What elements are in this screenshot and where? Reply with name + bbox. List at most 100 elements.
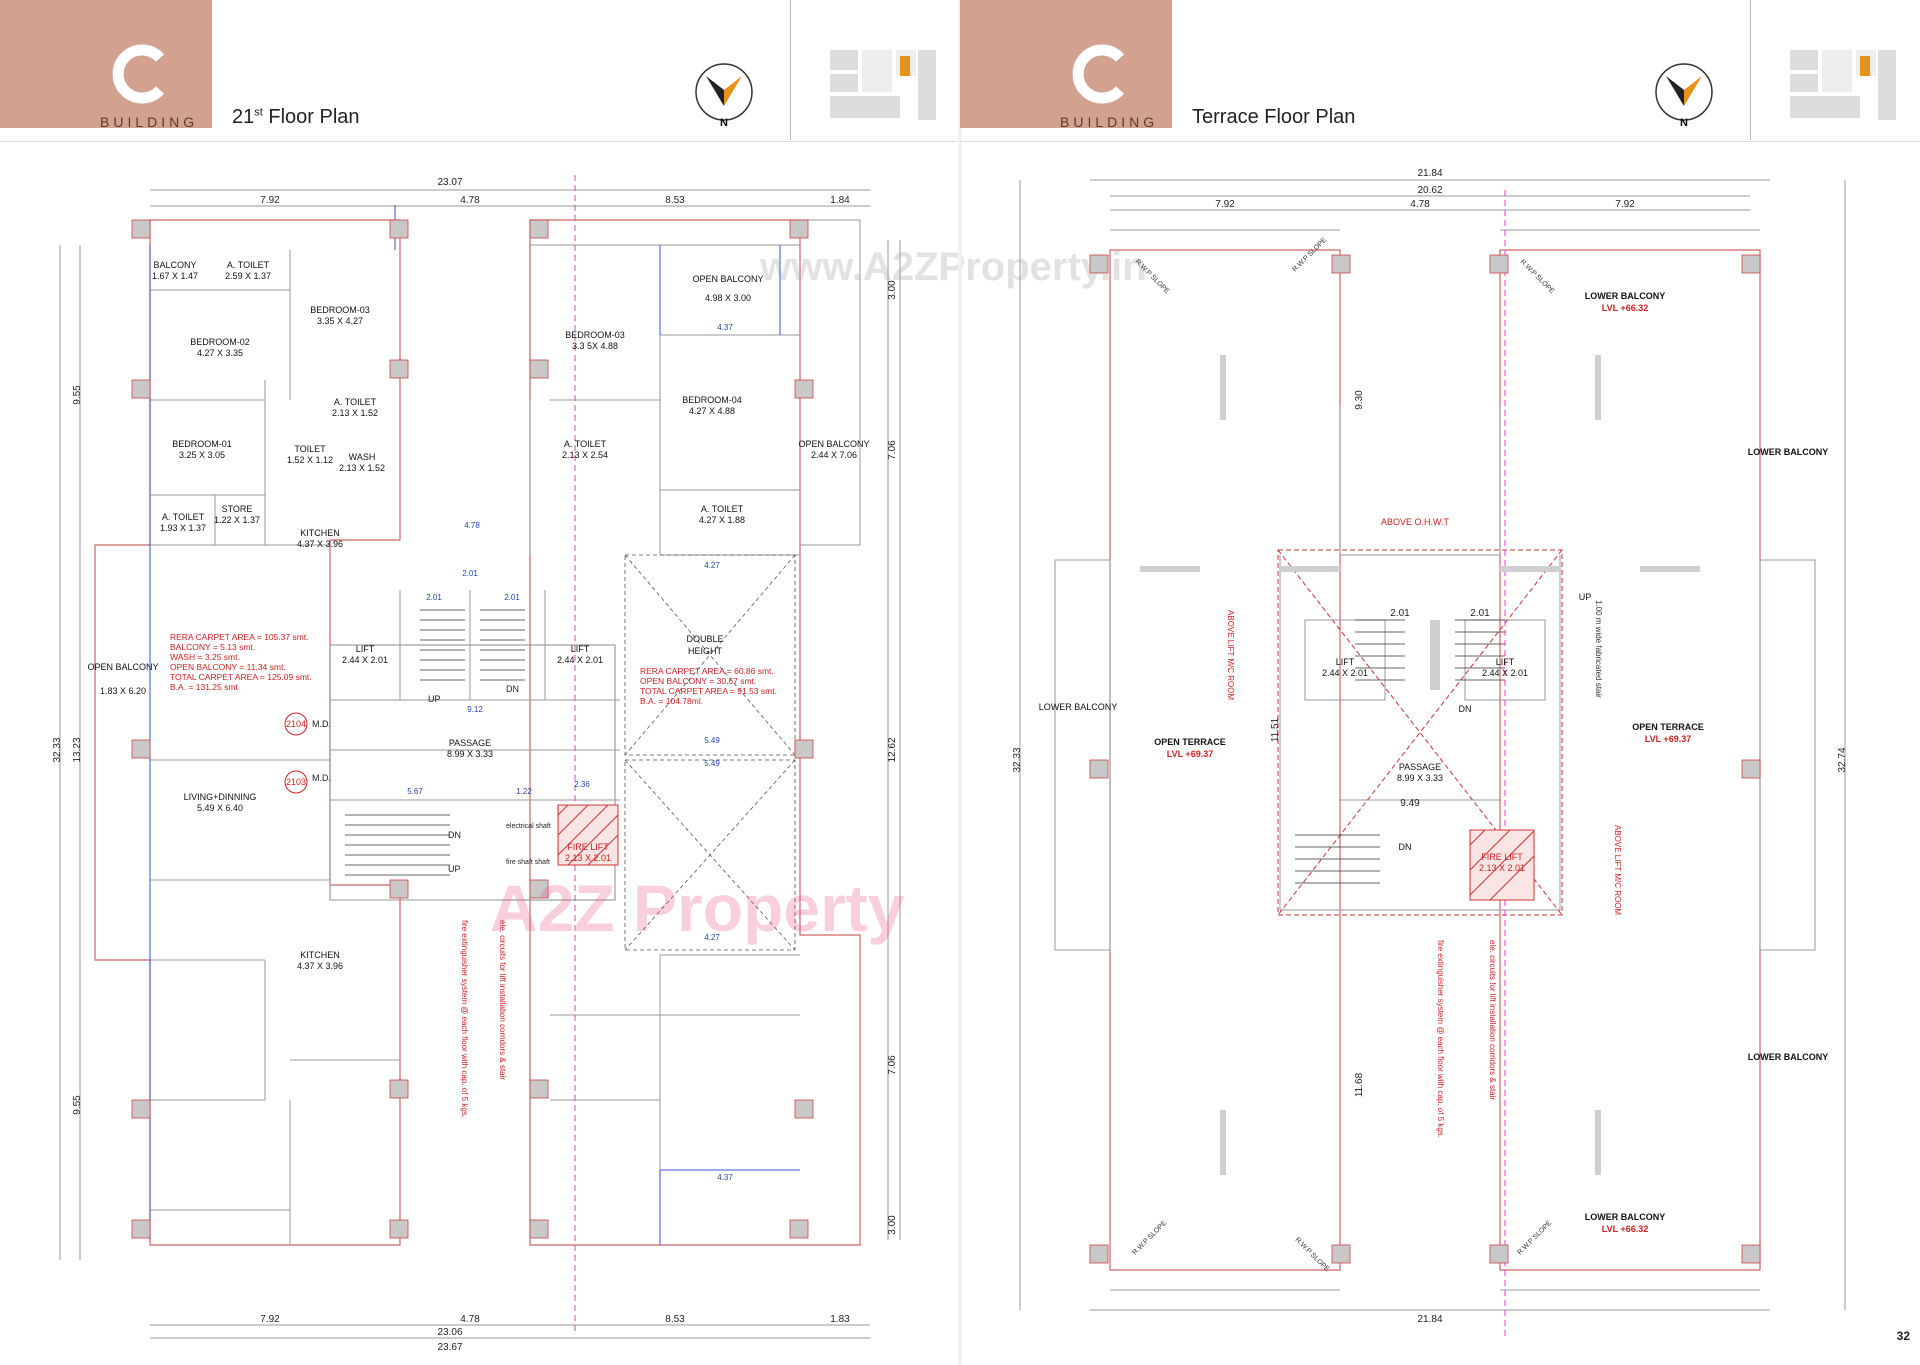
dim-top-total: 23.07 [437,177,462,188]
page-gutter [958,0,962,1365]
rera-line: OPEN BALCONY = 30.67 smt. [640,676,756,686]
dim-inner: 5.49 [704,759,720,768]
room-size: 1.67 X 1.47 [152,271,198,281]
room-name: BEDROOM-03 [310,305,370,315]
dim-right-b: 7.06 [887,440,898,460]
dim-inner: 2.01 [504,593,520,602]
lower-balcony-label: LOWER BALCONY [1748,1052,1829,1062]
flat-number: 2103 [286,777,306,787]
room-size: 8.99 X 3.33 [447,749,493,759]
lower-balcony-label: LOWER BALCONY [1748,447,1829,457]
room-size: 3.3 5X 4.88 [572,341,618,351]
above-lift-label: ABOVE LIFT M/C ROOM [1613,825,1622,915]
rera-line: TOTAL CARPET AREA = 125.09 smt. [170,672,312,682]
key-plan-icon [830,50,936,120]
rera-line: BALCONY = 5.13 smt. [170,642,255,652]
north-compass-icon: N [1655,63,1713,128]
dim-top-c: 8.53 [665,195,685,206]
dim-inner: 5.67 [407,787,423,796]
room-size: 1.22 X 1.37 [214,515,260,525]
rwp-label: R.W.P SLOPE [1291,236,1328,273]
building-badge: BUILDING [960,0,1172,130]
room-size: 4.37 X 3.96 [297,539,343,549]
open-terrace-label: OPEN TERRACE [1632,722,1704,732]
dim-bot-total: 21.84 [1417,1314,1442,1325]
room-name: A. TOILET [701,504,744,514]
north-compass-icon: N [695,63,753,128]
dim-bot-a: 7.92 [260,1314,280,1325]
room-name: OPEN BALCONY [692,274,763,284]
room-name: BEDROOM-03 [565,330,625,340]
dim-right-e: 3.00 [887,1215,898,1235]
room-size: 1.83 X 6.20 [100,686,146,696]
dim-inner: 1.22 [516,787,532,796]
dim-inner: 2.01 [462,569,478,578]
room-name: PASSAGE [449,738,491,748]
above-lift-label: ABOVE LIFT M/C ROOM [1226,610,1235,700]
room-name: STORE [222,504,253,514]
dim-mid-left: 11.51 [1270,717,1281,742]
flat-number: 2104 [286,719,306,729]
electrical-shaft: electrical shaft [506,823,551,830]
page-title: Terrace Floor Plan [1192,106,1356,128]
badge-building-label: BUILDING [100,114,199,130]
lower-balcony-label: LOWER BALCONY [1585,291,1666,301]
room-name: LIFT [571,644,590,654]
dim-inner: 9.12 [467,705,483,714]
dim-top-b: 4.78 [460,195,480,206]
room-size: 2.44 X 2.01 [342,655,388,665]
room-size: 1.93 X 1.37 [160,523,206,533]
level-label: LVL +69.37 [1645,734,1691,744]
stair-up: UP [1579,592,1592,602]
title-text: Floor Plan [262,106,360,128]
open-terrace-label: OPEN TERRACE [1154,737,1226,747]
building-letter-c-icon [1072,44,1125,104]
note-elec: ele. circuits for lift installation corr… [498,920,507,1080]
stair-up: UP [448,864,461,874]
lift-label: LIFT [1496,657,1515,667]
dim-bot-total-b: 23.67 [437,1342,462,1353]
room-name: A. TOILET [227,260,270,270]
dim-bot-d: 1.83 [830,1314,850,1325]
lift-label: LIFT [1336,657,1355,667]
dim-949: 9.49 [1400,798,1420,809]
room-name: KITCHEN [300,528,340,538]
compass-label: N [1680,117,1688,128]
dim-201: 2.01 [1470,608,1490,619]
dim-inner: 4.37 [717,323,733,332]
passage-label: PASSAGE [1399,762,1441,772]
room-size: 4.27 X 4.88 [689,406,735,416]
rwp-label: R.W.P SLOPE [1294,1236,1331,1273]
dim-top-a: 7.92 [1215,199,1235,210]
level-label: LVL +66.32 [1602,1224,1648,1234]
rera-line: TOTAL CARPET AREA = 91.53 smt. [640,686,777,696]
room-name: A. TOILET [564,439,607,449]
building-badge: BUILDING [0,0,212,130]
dim-inner: 4.27 [704,561,720,570]
room-name: LIVING+DINNING [184,792,257,802]
room-size: 2.13 X 2.01 [565,853,611,863]
title-suffix: st [254,106,263,119]
dim-right-d: 7.06 [887,1055,898,1075]
rera-line: B.A. = 131.25 smt [170,682,238,692]
dim-top-a: 7.92 [260,195,280,206]
room-name: LIFT [356,644,375,654]
room-size: 2.44 X 7.06 [811,450,857,460]
stair-down: DN [448,830,461,840]
lift-size: 2.44 X 2.01 [1322,668,1368,678]
room-size: 5.49 X 6.40 [197,803,243,813]
above-ohwt-label: ABOVE O.H.W.T [1381,517,1450,527]
page-title: 21st Floor Plan [232,106,360,129]
room-name: FIRE LIFT [567,842,609,852]
room-name: BALCONY [153,260,196,270]
dim-inner: 4.27 [704,933,720,942]
room-size: 4.98 X 3.00 [705,293,751,303]
room-name: KITCHEN [300,950,340,960]
header-divider [1750,0,1751,140]
passage-size: 8.99 X 3.33 [1397,773,1443,783]
dim-left-total: 32.33 [52,737,63,762]
level-label: LVL +69.37 [1167,749,1213,759]
dim-mid-bot: 11.68 [1354,1072,1365,1097]
room-size: 4.37 X 3.96 [297,961,343,971]
left-page: BUILDING 21st Floor Plan N [0,0,1147,1353]
